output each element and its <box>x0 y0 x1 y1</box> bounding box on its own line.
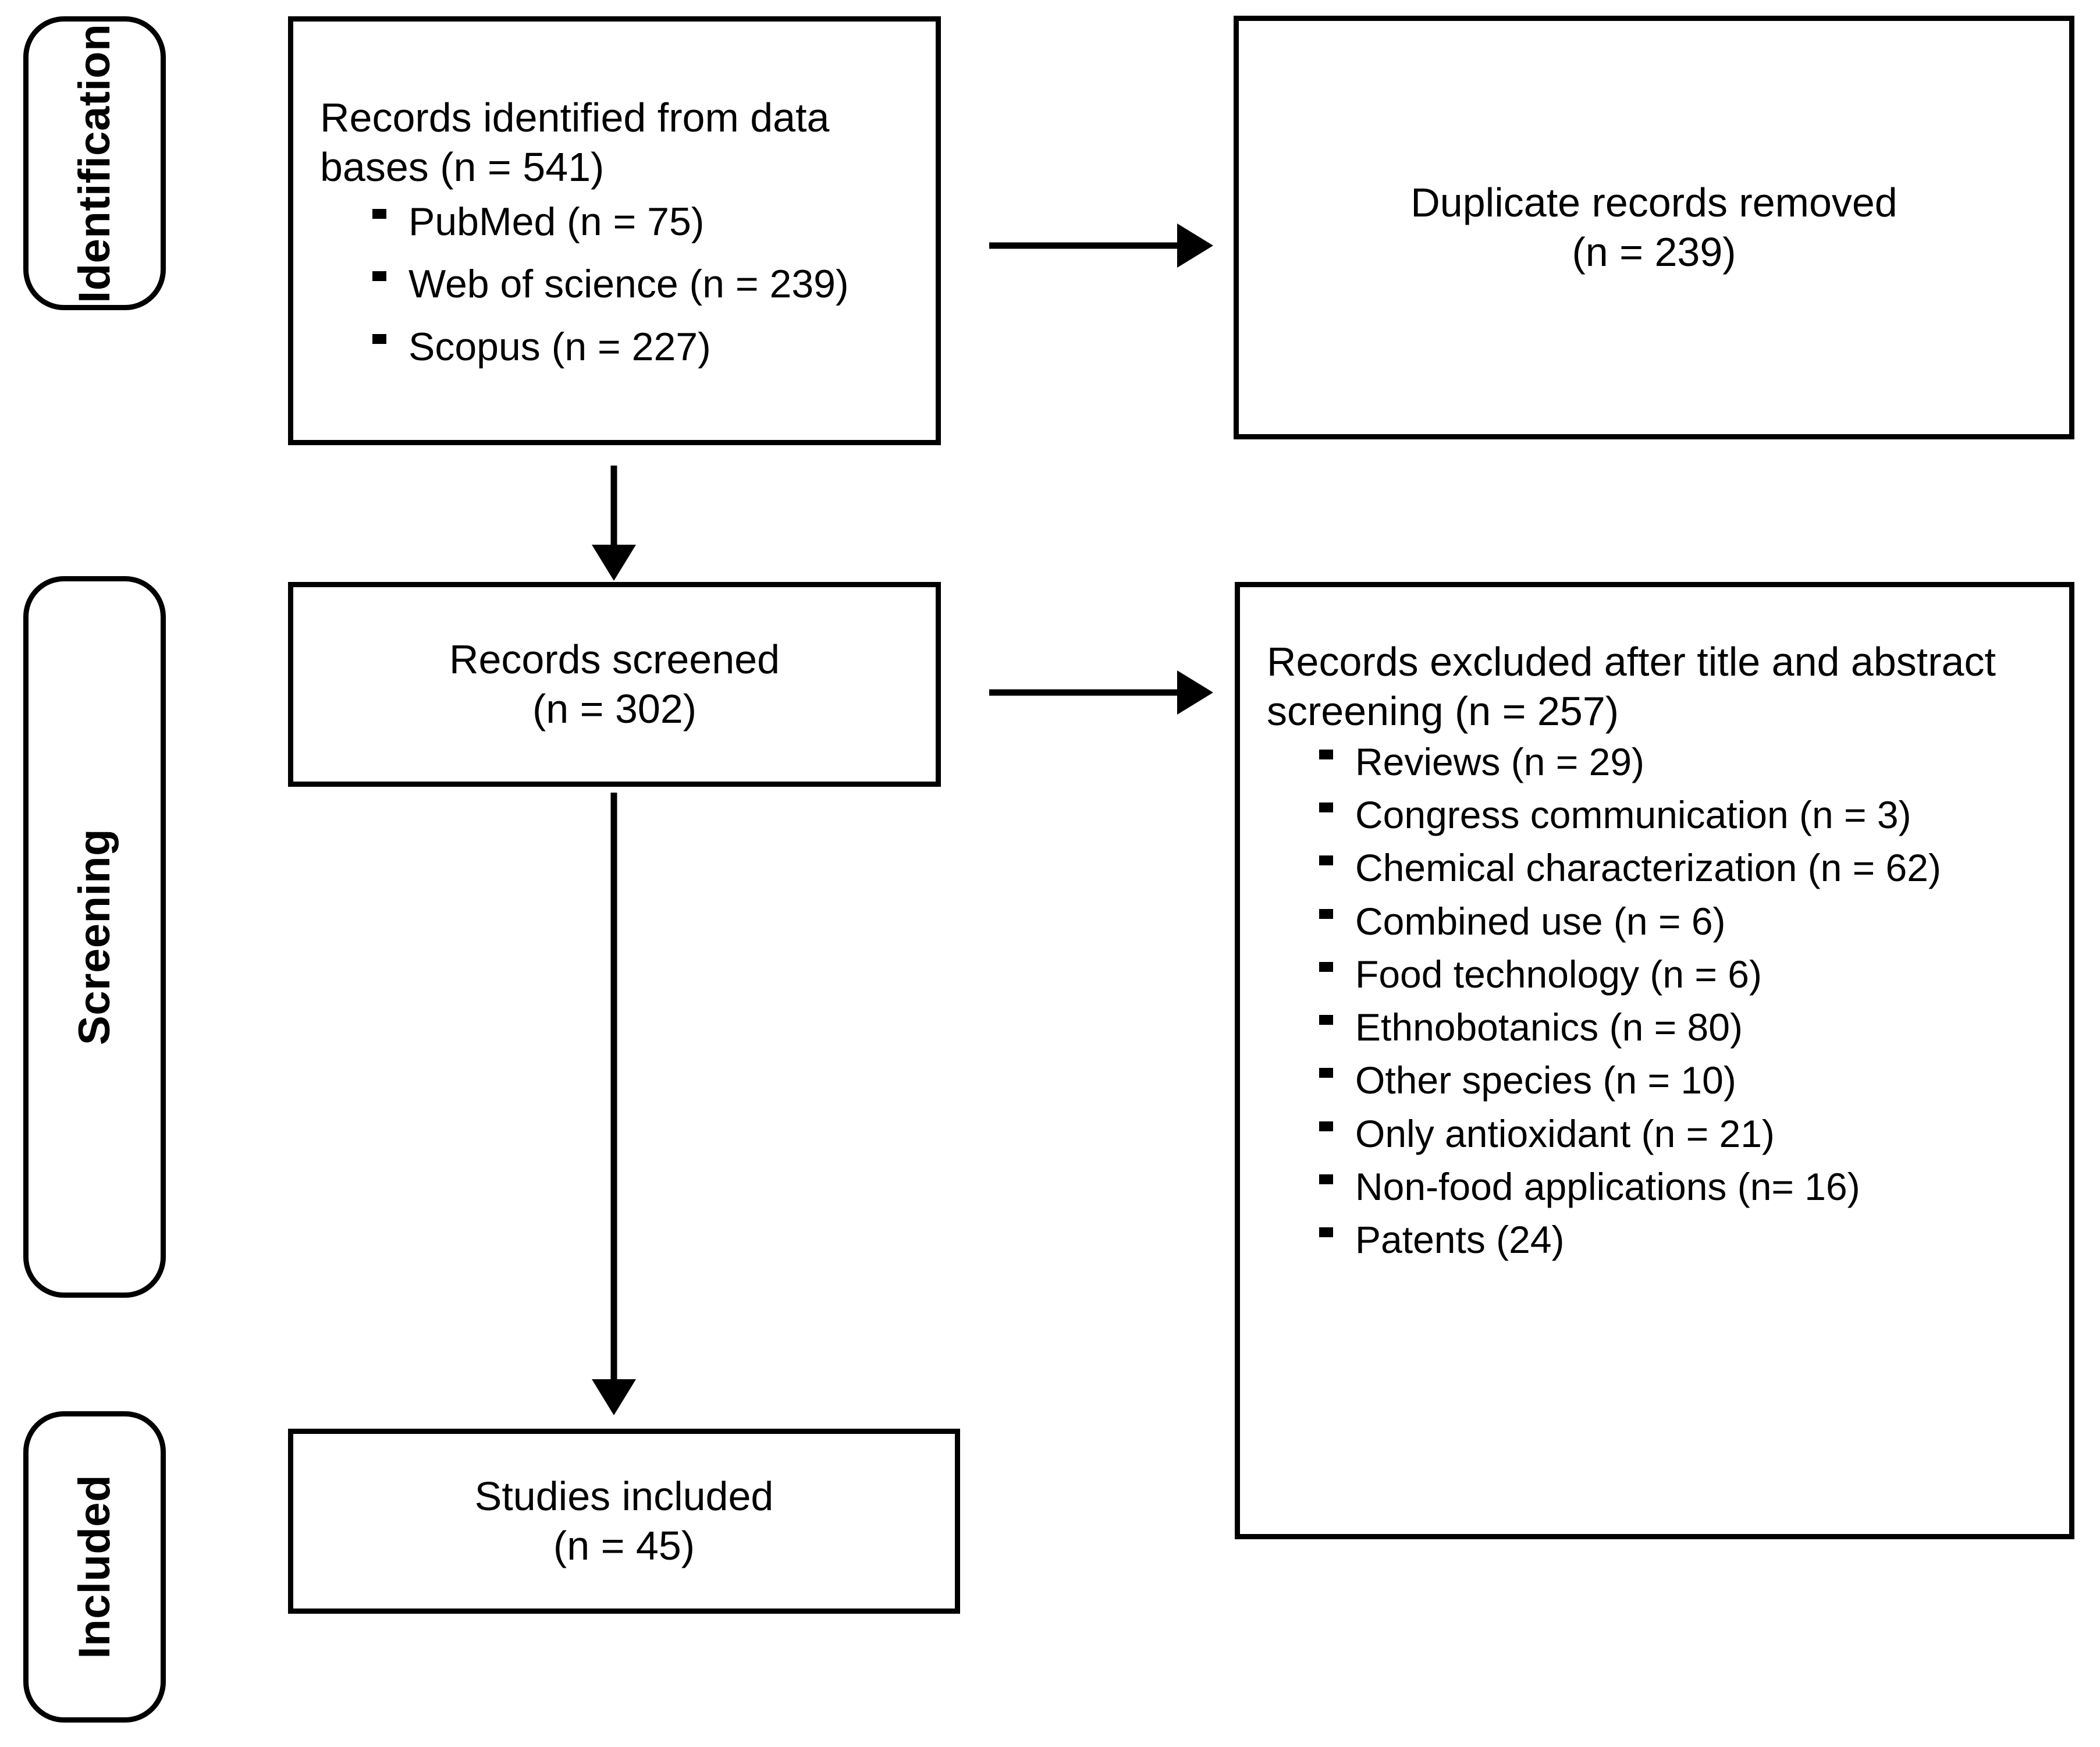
stage-label-screening: Screening <box>69 829 119 1045</box>
stage-pill-included: Included <box>23 1411 166 1723</box>
records-screened-line1: Records screened <box>449 636 780 682</box>
arrow-screened-to-included <box>592 793 636 1415</box>
stage-pill-identification: Identification <box>23 16 166 310</box>
list-item: Reviews (n = 29) <box>1317 741 2049 783</box>
records-excluded-title: Records excluded after title and abstrac… <box>1267 639 1996 734</box>
dash-bullet-icon <box>372 208 386 219</box>
list-item: Combined use (n = 6) <box>1317 899 2049 943</box>
box-records-screened: Records screened (n = 302) <box>288 582 941 787</box>
box-records-excluded: Records excluded after title and abstrac… <box>1235 582 2074 1539</box>
dash-bullet-icon <box>1319 855 1333 866</box>
arrow-shaft <box>989 689 1181 696</box>
reason-label: Patents (24) <box>1355 1218 1565 1262</box>
stage-label-included: Included <box>69 1475 119 1659</box>
duplicate-records-line2: (n = 239) <box>1572 229 1736 275</box>
reason-label: Chemical characterization (n = 62) <box>1355 846 1941 890</box>
records-identified-source-list: PubMed (n = 75) Web of science (n = 239)… <box>320 199 916 369</box>
duplicate-records-line1: Duplicate records removed <box>1410 179 1898 225</box>
arrow-head-icon <box>1177 223 1213 268</box>
list-item: Food technology (n = 6) <box>1317 952 2049 996</box>
reason-label: Combined use (n = 6) <box>1355 899 1726 943</box>
box-records-identified: Records identified from data bases (n = … <box>288 16 941 445</box>
box-records-screened-content: Records screened (n = 302) <box>293 587 936 782</box>
arrow-head-icon <box>592 545 636 581</box>
box-records-excluded-content: Records excluded after title and abstrac… <box>1240 587 2069 1534</box>
source-label: Scopus (n = 227) <box>408 324 711 369</box>
source-label: PubMed (n = 75) <box>408 199 705 244</box>
reason-label: Congress communication (n = 3) <box>1355 793 1911 837</box>
records-screened-line2: (n = 302) <box>532 686 697 732</box>
list-item: Congress communication (n = 3) <box>1317 794 2049 836</box>
reason-label: Non-food applications (n= 16) <box>1355 1164 1860 1208</box>
dash-bullet-icon <box>1319 1227 1333 1238</box>
list-item: Only antioxidant (n = 21) <box>1317 1113 2049 1155</box>
box-studies-included: Studies included (n = 45) <box>288 1429 960 1614</box>
box-duplicate-records-removed: Duplicate records removed (n = 239) <box>1234 16 2074 439</box>
list-item: Web of science (n = 239) <box>370 262 916 307</box>
list-item: Scopus (n = 227) <box>370 324 916 369</box>
studies-included-line2: (n = 45) <box>553 1523 695 1568</box>
stage-label-identification: Identification <box>69 23 119 303</box>
arrow-shaft <box>610 793 617 1382</box>
arrow-identified-to-duplicates <box>989 223 1213 268</box>
reason-label: Other species (n = 10) <box>1355 1059 1736 1102</box>
reason-label: Food technology (n = 6) <box>1355 952 1762 996</box>
dash-bullet-icon <box>1319 749 1333 759</box>
arrow-shaft <box>989 242 1181 249</box>
list-item: Chemical characterization (n = 62) <box>1317 847 2049 889</box>
list-item: Non-food applications (n= 16) <box>1317 1166 2049 1208</box>
list-item: Patents (24) <box>1317 1219 2049 1260</box>
reason-label: Only antioxidant (n = 21) <box>1355 1112 1775 1155</box>
source-label: Web of science (n = 239) <box>408 262 849 307</box>
arrow-head-icon <box>592 1379 636 1415</box>
reason-label: Ethnobotanics (n = 80) <box>1355 1006 1743 1049</box>
stage-pill-screening: Screening <box>23 576 166 1298</box>
dash-bullet-icon <box>1319 961 1333 972</box>
box-records-identified-content: Records identified from data bases (n = … <box>293 22 936 440</box>
arrow-shaft <box>610 466 617 547</box>
box-studies-included-content: Studies included (n = 45) <box>293 1434 955 1608</box>
dash-bullet-icon <box>1319 1174 1333 1184</box>
dash-bullet-icon <box>1319 1068 1333 1078</box>
dash-bullet-icon <box>372 271 386 282</box>
reason-label: Reviews (n = 29) <box>1355 740 1645 783</box>
list-item: Other species (n = 10) <box>1317 1060 2049 1101</box>
box-duplicate-records-content: Duplicate records removed (n = 239) <box>1239 21 2069 434</box>
studies-included-line1: Studies included <box>474 1473 774 1519</box>
dash-bullet-icon <box>1319 803 1333 813</box>
dash-bullet-icon <box>1319 1121 1333 1131</box>
list-item: PubMed (n = 75) <box>370 199 916 244</box>
dash-bullet-icon <box>372 333 386 344</box>
arrow-identified-to-screened <box>592 466 636 581</box>
list-item: Ethnobotanics (n = 80) <box>1317 1006 2049 1049</box>
dash-bullet-icon <box>1319 908 1333 919</box>
records-excluded-reason-list: Reviews (n = 29) Congress communication … <box>1267 741 2049 1261</box>
arrow-head-icon <box>1177 670 1213 715</box>
arrow-screened-to-excluded <box>989 670 1213 715</box>
dash-bullet-icon <box>1319 1015 1333 1025</box>
records-identified-title: Records identified from data bases (n = … <box>320 94 830 190</box>
